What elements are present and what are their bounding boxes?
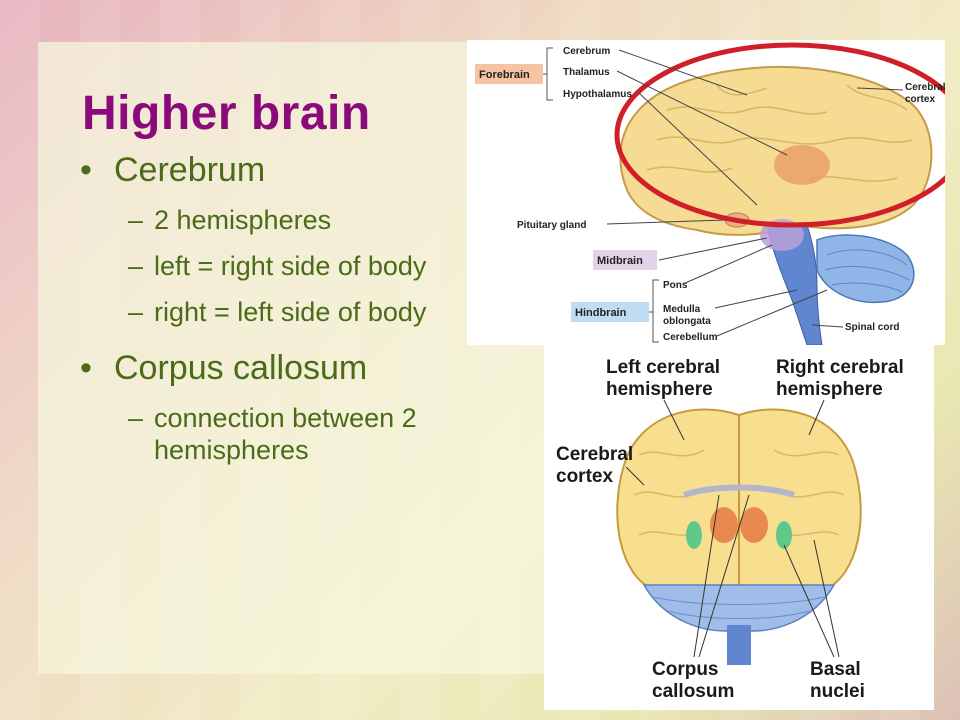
cerebral-cortex-label-2: cortex bbox=[905, 94, 935, 105]
left-hemisphere-label-2: hemisphere bbox=[606, 379, 713, 400]
bullet-item-corpus-callosum: • Corpus callosum bbox=[76, 348, 546, 388]
dash-marker: – bbox=[128, 205, 144, 235]
forebrain-label: Forebrain bbox=[479, 69, 530, 81]
dash-marker: – bbox=[128, 403, 144, 433]
midbrain-label: Midbrain bbox=[597, 255, 643, 267]
sub-bullet: – connection between 2 hemispheres bbox=[76, 402, 454, 466]
forebrain-bracket bbox=[543, 47, 553, 101]
bullet-marker: • bbox=[80, 349, 92, 387]
hindbrain-box bbox=[571, 302, 649, 322]
thalamus-label: Thalamus bbox=[563, 67, 610, 78]
brain-sagittal-svg: Forebrain Midbrain Hindbrain Cerebrum Th… bbox=[475, 42, 960, 346]
bullet-item-cerebrum: • Cerebrum bbox=[76, 150, 546, 190]
corpus-callosum-shape bbox=[683, 484, 795, 498]
cerebellum-label: Cerebellum bbox=[663, 332, 718, 343]
brainstem-coronal-shape bbox=[727, 625, 751, 665]
pons-label: Pons bbox=[663, 280, 688, 291]
left-hemisphere-label: Left cerebral bbox=[606, 357, 720, 378]
right-hemisphere-label-2: hemisphere bbox=[776, 379, 883, 400]
left-hemisphere-shape bbox=[616, 408, 740, 597]
cerebrum-label: Cerebrum bbox=[563, 46, 610, 57]
cerebral-cortex-label-2: cortex bbox=[556, 466, 613, 487]
leader-lines bbox=[606, 49, 904, 337]
cerebellum-folds bbox=[824, 249, 910, 293]
cerebellum-coronal-folds bbox=[653, 596, 825, 619]
sub-bullet-text: 2 hemispheres bbox=[154, 205, 332, 235]
sub-bullet-text: connection between 2 hemispheres bbox=[154, 403, 417, 465]
thalamus-core-left bbox=[710, 507, 738, 543]
cerebral-cortex-label: Cerebral bbox=[556, 444, 633, 465]
bullet-text: Corpus callosum bbox=[114, 349, 368, 387]
dash-marker: – bbox=[128, 297, 144, 327]
sub-bullet: – right = left side of body bbox=[76, 296, 474, 328]
basal-nuclei-label-2: nuclei bbox=[810, 681, 865, 702]
cerebellum-shape bbox=[816, 234, 915, 304]
right-hemisphere-shape bbox=[738, 408, 862, 597]
bullet-text: Cerebrum bbox=[114, 151, 266, 189]
cerebellum-coronal-shape bbox=[642, 584, 836, 632]
forebrain-box bbox=[475, 64, 543, 84]
highlight-circle bbox=[614, 42, 960, 228]
sub-bullet: – left = right side of body bbox=[76, 250, 474, 282]
slide-title: Higher brain bbox=[82, 87, 371, 140]
brain-coronal-svg: Left cerebral hemisphere Right cerebral … bbox=[556, 357, 904, 702]
hindbrain-bracket bbox=[649, 279, 659, 343]
basal-nuclei-label: Basal bbox=[810, 659, 861, 680]
brain-sagittal-figure: Forebrain Midbrain Hindbrain Cerebrum Th… bbox=[467, 40, 960, 346]
bullet-marker: • bbox=[80, 151, 92, 189]
bullet-list: • Cerebrum – 2 hemispheres – left = righ… bbox=[76, 150, 546, 480]
pituitary-label: Pituitary gland bbox=[517, 220, 586, 231]
right-hemisphere-label: Right cerebral bbox=[776, 357, 904, 378]
midbrain-box bbox=[593, 250, 657, 270]
hypothalamus-label: Hypothalamus bbox=[563, 89, 632, 100]
basal-nuclei-right bbox=[776, 521, 792, 549]
thalamus-core-right bbox=[740, 507, 768, 543]
dash-marker: – bbox=[128, 251, 144, 281]
spinal-cord-label: Spinal cord bbox=[845, 322, 899, 333]
medulla-label-2: oblongata bbox=[663, 316, 711, 327]
corpus-callosum-label-2: callosum bbox=[652, 681, 734, 702]
sub-bullet-text: left = right side of body bbox=[154, 251, 427, 281]
corpus-callosum-label: Corpus bbox=[652, 659, 719, 680]
medulla-label: Medulla bbox=[663, 304, 701, 315]
basal-nuclei-left bbox=[686, 521, 702, 549]
coronal-leader-lines bbox=[625, 399, 840, 658]
thalamus-shape bbox=[774, 145, 830, 185]
brain-coronal-figure: Left cerebral hemisphere Right cerebral … bbox=[544, 345, 934, 710]
sub-bullet: – 2 hemispheres bbox=[76, 204, 546, 236]
hindbrain-label: Hindbrain bbox=[575, 307, 627, 319]
sub-bullet-text: right = left side of body bbox=[154, 297, 427, 327]
cerebral-cortex-label: Cerebral bbox=[905, 82, 945, 93]
